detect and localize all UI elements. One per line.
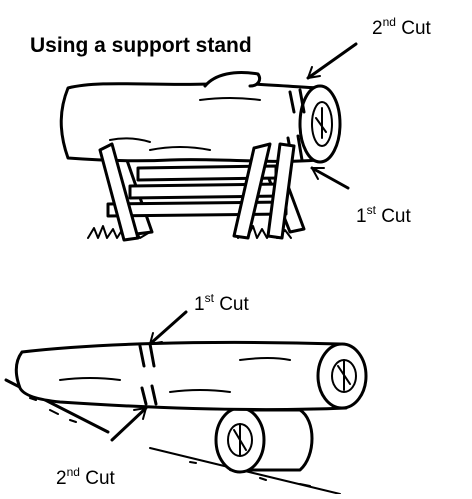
bottom-second-cut-mark — [140, 384, 158, 406]
label-top-second-cut: 2nd Cut — [372, 15, 432, 39]
support-log-end-cracks — [233, 423, 247, 457]
top-log-stub — [203, 71, 262, 88]
stand-leg-front-right-2 — [266, 142, 296, 240]
bottom-log-bark — [59, 357, 291, 393]
stand-leg-front-left — [98, 142, 140, 242]
bottom-log-end-cracks — [337, 359, 351, 391]
stand-rail-lower — [106, 200, 288, 218]
top-scene: 2nd Cut 1st Cut — [59, 15, 432, 242]
bottom-scene: 1st Cut 2nd Cut — [4, 291, 368, 495]
top-log-end-cracks — [315, 107, 327, 139]
arrow-top-second-cut — [306, 42, 358, 80]
top-log-body — [59, 81, 320, 163]
arrow-bottom-first-cut-head — [149, 332, 163, 345]
top-log-bark — [109, 97, 261, 151]
arrow-bottom-first-cut — [148, 310, 188, 346]
arrow-bottom-second-cut — [110, 406, 148, 442]
bottom-first-cut-mark — [138, 342, 156, 368]
arrow-top-second-cut-head — [307, 66, 321, 79]
stand-leg-front-right — [232, 142, 272, 240]
label-top-first-cut: 1st Cut — [356, 203, 411, 227]
label-bottom-second-cut: 2nd Cut — [56, 465, 116, 489]
arrow-top-first-cut — [310, 166, 350, 190]
top-log-end-ring — [311, 101, 333, 147]
diagram-title: Using a support stand — [30, 34, 252, 57]
arrow-bottom-second-cut-head — [133, 407, 147, 420]
label-bottom-first-cut: 1st Cut — [194, 291, 249, 315]
top-second-cut-mark — [288, 88, 306, 114]
arrow-top-first-cut-head — [311, 167, 325, 180]
bottom-log-end — [316, 342, 368, 410]
bottom-log-body — [14, 340, 348, 412]
